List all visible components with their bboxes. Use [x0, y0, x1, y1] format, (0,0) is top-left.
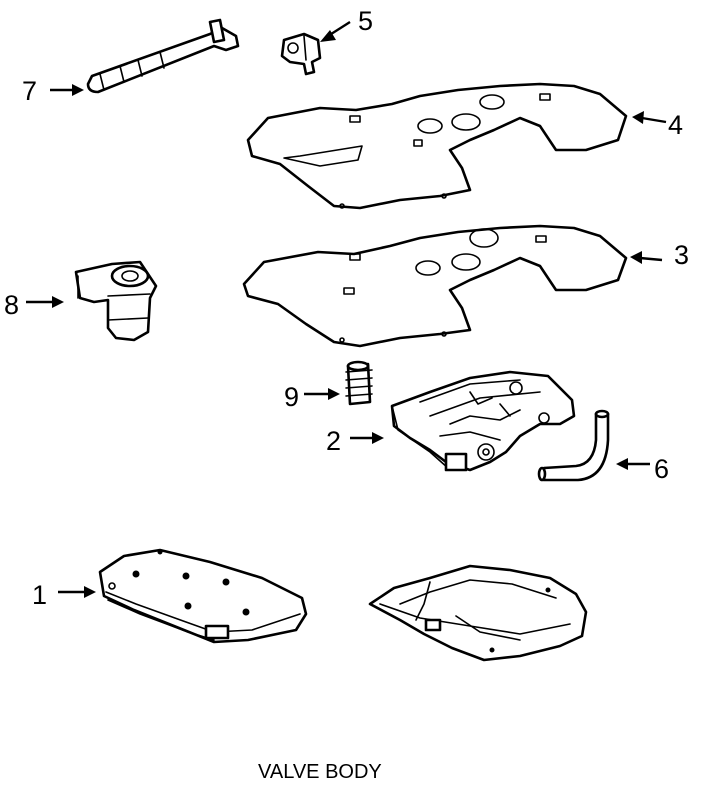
- callout-6-arrow: [616, 458, 650, 470]
- callout-4-arrow: [632, 111, 667, 124]
- part-5-sensor: [280, 32, 322, 76]
- callout-3-arrow: [630, 251, 663, 264]
- part-6-tube: [537, 409, 610, 482]
- transmission-pan: [368, 564, 588, 662]
- callout-2-arrow: [350, 432, 384, 444]
- callout-7-arrow: [50, 84, 84, 96]
- callout-7: 7: [22, 76, 37, 106]
- callout-8-arrow: [26, 296, 64, 308]
- part-3-gasket: [242, 224, 628, 348]
- part-2-valve-body: [390, 370, 576, 472]
- callout-2: 2: [326, 426, 341, 456]
- callout-8: 8: [4, 290, 19, 320]
- part-4-gasket: [246, 82, 628, 210]
- callout-1: 1: [32, 580, 47, 610]
- part-9-spring: [345, 360, 373, 406]
- callout-1-arrow: [58, 586, 96, 598]
- callout-9: 9: [284, 382, 299, 412]
- callout-6: 6: [654, 454, 669, 484]
- callout-3: 3: [674, 240, 689, 270]
- callout-5-arrow: [320, 20, 351, 42]
- part-8-solenoid: [74, 260, 158, 342]
- diagram-caption: VALVE BODY: [258, 761, 382, 783]
- callout-9-arrow: [304, 388, 340, 400]
- part-7-shaft: [86, 18, 240, 94]
- callout-5: 5: [358, 6, 373, 36]
- callout-4: 4: [668, 110, 683, 140]
- part-1-oil-pan: [98, 548, 308, 644]
